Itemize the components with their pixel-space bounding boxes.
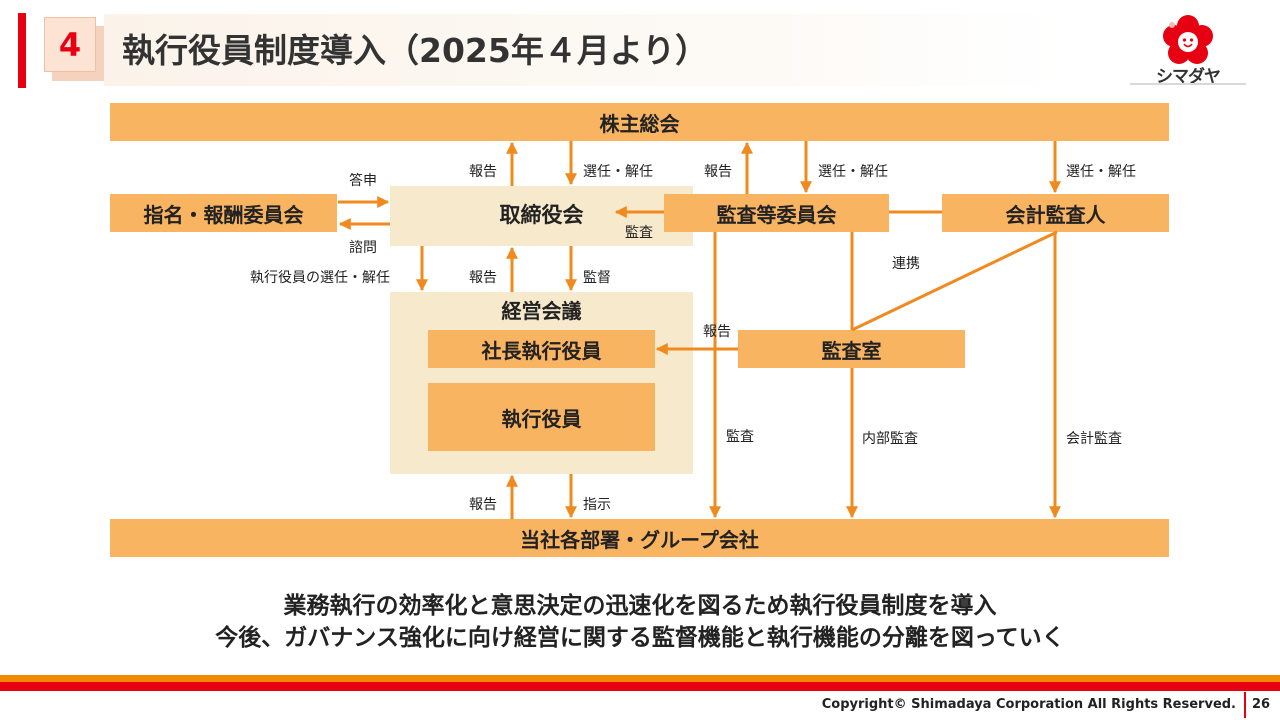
label-report-mgmt: 報告 bbox=[469, 270, 497, 286]
shareholders-meeting-box: 株主総会 bbox=[110, 103, 1169, 141]
page-number: 26 bbox=[1252, 697, 1271, 712]
label-internal-audit: 内部監査 bbox=[862, 431, 918, 447]
management-meeting-label: 経営会議 bbox=[501, 298, 582, 323]
line-cooperation bbox=[851, 230, 1058, 332]
audit-office-box: 監査室 bbox=[738, 330, 965, 368]
logo-wordmark: シマダヤ bbox=[1156, 67, 1221, 87]
audit-committee-box: 監査等委員会 bbox=[664, 194, 889, 232]
flower-logo-icon bbox=[1163, 15, 1213, 64]
message-line-1: 業務執行の効率化と意思決定の迅速化を図るため執行役員制度を導入 bbox=[283, 593, 997, 619]
label-elect-board: 選任・解任 bbox=[583, 164, 653, 180]
label-cooperation: 連携 bbox=[892, 256, 920, 272]
label-consult: 諮問 bbox=[349, 240, 377, 256]
executive-officers-box: 執行役員 bbox=[428, 383, 655, 451]
label-elect-auditor: 選任・解任 bbox=[1066, 164, 1136, 180]
label-supervise: 監督 bbox=[583, 270, 611, 286]
footer-red-band bbox=[0, 682, 1280, 691]
copyright-text: Copyright© Shimadaya Corporation All Rig… bbox=[821, 697, 1236, 712]
footer-orange-band bbox=[0, 675, 1280, 682]
title-background bbox=[104, 14, 1060, 86]
president-box: 社長執行役員 bbox=[428, 330, 655, 368]
header-accent-bar bbox=[18, 13, 26, 88]
message-line-2: 今後、ガバナンス強化に向け経営に関する監督機能と執行機能の分離を図っていく bbox=[215, 625, 1065, 651]
page-title: 執行役員制度導入（2025年４月より） bbox=[122, 31, 709, 70]
board-area bbox=[390, 186, 693, 246]
board-box: 取締役会 bbox=[390, 194, 693, 234]
label-audit-board: 監査 bbox=[625, 225, 653, 241]
label-officer-elect: 執行役員の選任・解任 bbox=[250, 270, 390, 286]
label-instruct: 指示 bbox=[583, 497, 611, 513]
label-elect-ac: 選任・解任 bbox=[818, 164, 888, 180]
label-audit-ac: 監査 bbox=[726, 429, 754, 445]
label-report-ac: 報告 bbox=[704, 164, 732, 180]
board-label: 取締役会 bbox=[499, 203, 584, 227]
accounting-auditor-box: 会計監査人 bbox=[942, 194, 1169, 232]
shimadaya-logo bbox=[1130, 14, 1246, 84]
label-report-dept: 報告 bbox=[469, 497, 497, 513]
departments-box: 当社各部署・グループ会社 bbox=[110, 519, 1169, 557]
footer-separator bbox=[1244, 692, 1246, 718]
label-report-board: 報告 bbox=[469, 164, 497, 180]
label-accounting-audit: 会計監査 bbox=[1066, 431, 1122, 447]
section-number: 4 bbox=[58, 25, 82, 64]
nomination-committee-box: 指名・報酬委員会 bbox=[110, 194, 337, 232]
logo-underline bbox=[1130, 83, 1246, 85]
label-answer: 答申 bbox=[349, 173, 377, 189]
label-report-office: 報告 bbox=[703, 324, 731, 340]
section-number-box bbox=[44, 17, 96, 72]
